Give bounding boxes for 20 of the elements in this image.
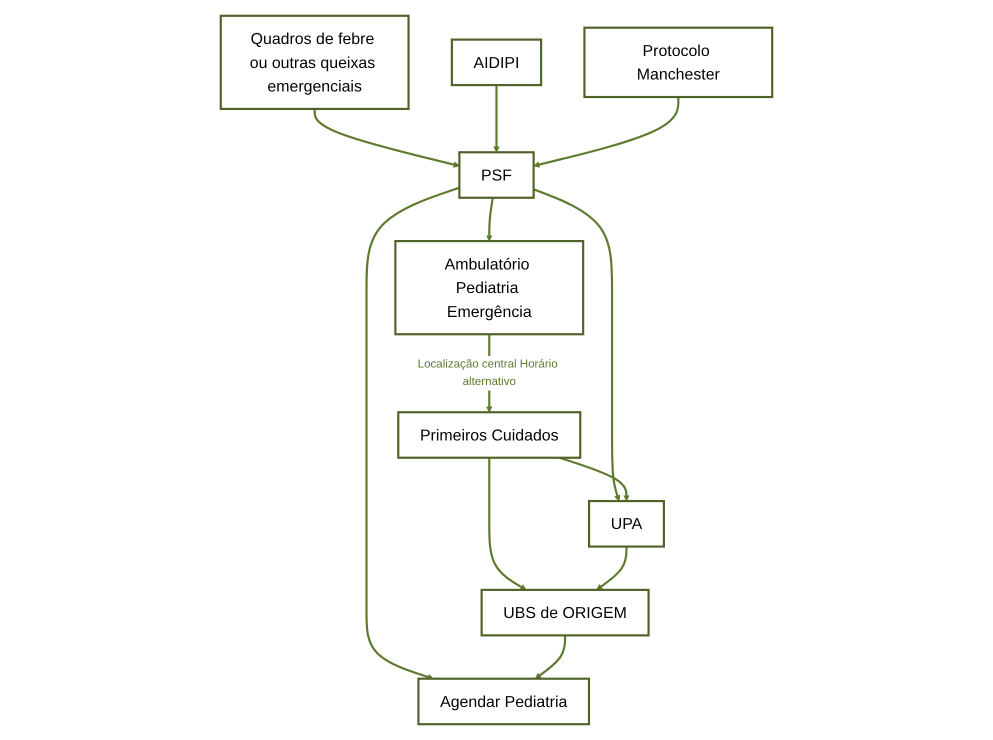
arrow <box>559 456 630 502</box>
arrow <box>533 97 680 168</box>
node-box: AIDIPI <box>450 38 542 86</box>
node-box: UBS de ORIGEM <box>480 588 650 636</box>
edge-label: Localização central Horário alternativo <box>418 358 558 388</box>
arrow <box>596 546 628 590</box>
node-box: PSF <box>458 151 535 199</box>
arrow <box>365 186 460 680</box>
arrow <box>534 635 566 679</box>
node-box: Primeiros Cuidados <box>397 411 582 459</box>
arrow <box>314 108 460 168</box>
node-box: Ambulatório Pediatria Emergência <box>394 240 584 336</box>
arrow <box>488 458 527 590</box>
arrow <box>493 85 500 153</box>
node-box: Quadros de febre ou outras queixas emergenciais <box>220 14 410 110</box>
arrow <box>533 188 620 502</box>
node-box: Protocolo Manchester <box>583 26 774 98</box>
arrow <box>486 198 494 242</box>
node-box: UPA <box>588 500 665 548</box>
node-box: Agendar Pediatria <box>417 678 590 726</box>
